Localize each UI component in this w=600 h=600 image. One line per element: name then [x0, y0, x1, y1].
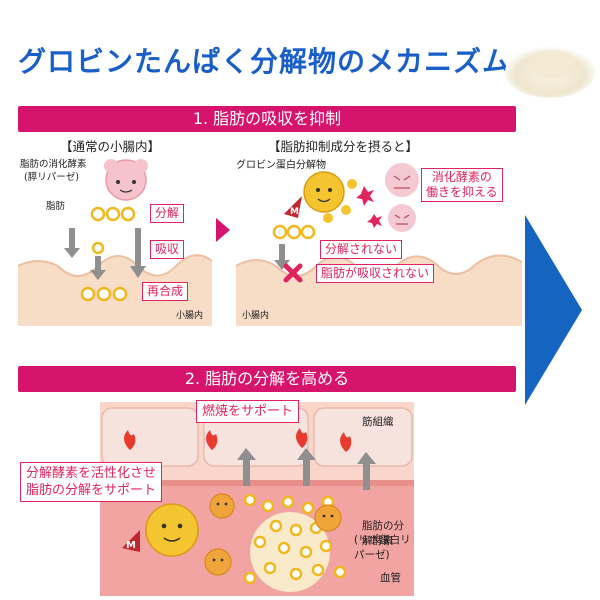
tag-activate-line2: 脂肪の分解をサポート — [26, 483, 157, 498]
muscle-label: 筋組織 — [362, 416, 394, 428]
vessel-label: 血管 — [380, 572, 401, 584]
tag-absorb: 吸収 — [150, 240, 185, 259]
inhibited-heading: 【脂肪抑制成分を摂ると】 — [268, 139, 419, 154]
blocked-x-icon — [283, 263, 303, 283]
tag-not-break: 分解されない — [320, 240, 403, 259]
tag-inhibit: 消化酵素の 働きを抑える — [421, 168, 503, 202]
tag-burn-support: 燃焼をサポート — [196, 400, 300, 423]
mascot-letter: M — [290, 207, 299, 217]
big-arrow-right — [525, 215, 582, 405]
fat-label: 脂肪 — [46, 201, 66, 212]
inhibited-intestine-panel: 【脂肪抑制成分を摂ると】 M — [236, 136, 522, 326]
spark-icons — [356, 186, 382, 228]
enzyme-label-s2-2: (リポ蛋白リパーゼ) — [354, 534, 411, 561]
up-arrows — [237, 448, 376, 490]
page-title: グロビンたんぱく分解物のメカニズム — [18, 45, 512, 78]
enzyme-label-1: 脂肪の消化酵素 — [20, 159, 87, 170]
globin-mascot-icon: M — [284, 171, 357, 223]
tag-resynth: 再合成 — [142, 282, 189, 301]
normal-heading: 【通常の小腸内】 — [60, 139, 161, 154]
enzyme-label-2: (膵リパーゼ) — [24, 172, 79, 183]
tag-activate: 分解酵素を活性化させ 脂肪の分解をサポート — [20, 462, 163, 502]
globin-label: グロビン蛋白分解物 — [236, 160, 326, 171]
lipase-enzyme-icon — [104, 159, 148, 201]
area-label-right: 小腸内 — [242, 311, 270, 321]
globin-mascot-large-icon: M — [122, 503, 199, 557]
tag-inhibit-line1: 消化酵素の — [431, 170, 492, 184]
tag-not-absorb: 脂肪が吸収されない — [316, 264, 435, 283]
tag-inhibit-line2: 働きを抑える — [426, 185, 498, 199]
lipoprotein-lipase-icons — [204, 493, 342, 576]
inhibited-enzyme-icons — [385, 163, 419, 232]
section2-bar: 2. 脂肪の分解を高める — [18, 366, 516, 392]
area-label-left: 小腸内 — [176, 311, 204, 321]
normal-intestine-panel: 【通常の小腸内】 脂肪の消化酵素 (膵リパー — [18, 136, 212, 326]
fat-molecules-vessel — [243, 493, 347, 585]
fat-molecules-right — [272, 224, 316, 240]
section1-bar: 1. 脂肪の吸収を抑制 — [18, 106, 516, 132]
panel-arrow — [216, 218, 230, 242]
tag-break: 分解 — [150, 204, 185, 223]
svg-text:M: M — [126, 540, 136, 551]
enzyme-label-s2-1: 脂肪の分解酵素 — [362, 520, 404, 547]
flame-icons — [124, 428, 352, 452]
tag-activate-line1: 分解酵素を活性化させ — [26, 466, 157, 481]
normal-illustration — [18, 159, 212, 326]
grey-arrows — [64, 228, 146, 280]
powder-image — [505, 46, 595, 98]
fat-molecules — [80, 206, 136, 302]
